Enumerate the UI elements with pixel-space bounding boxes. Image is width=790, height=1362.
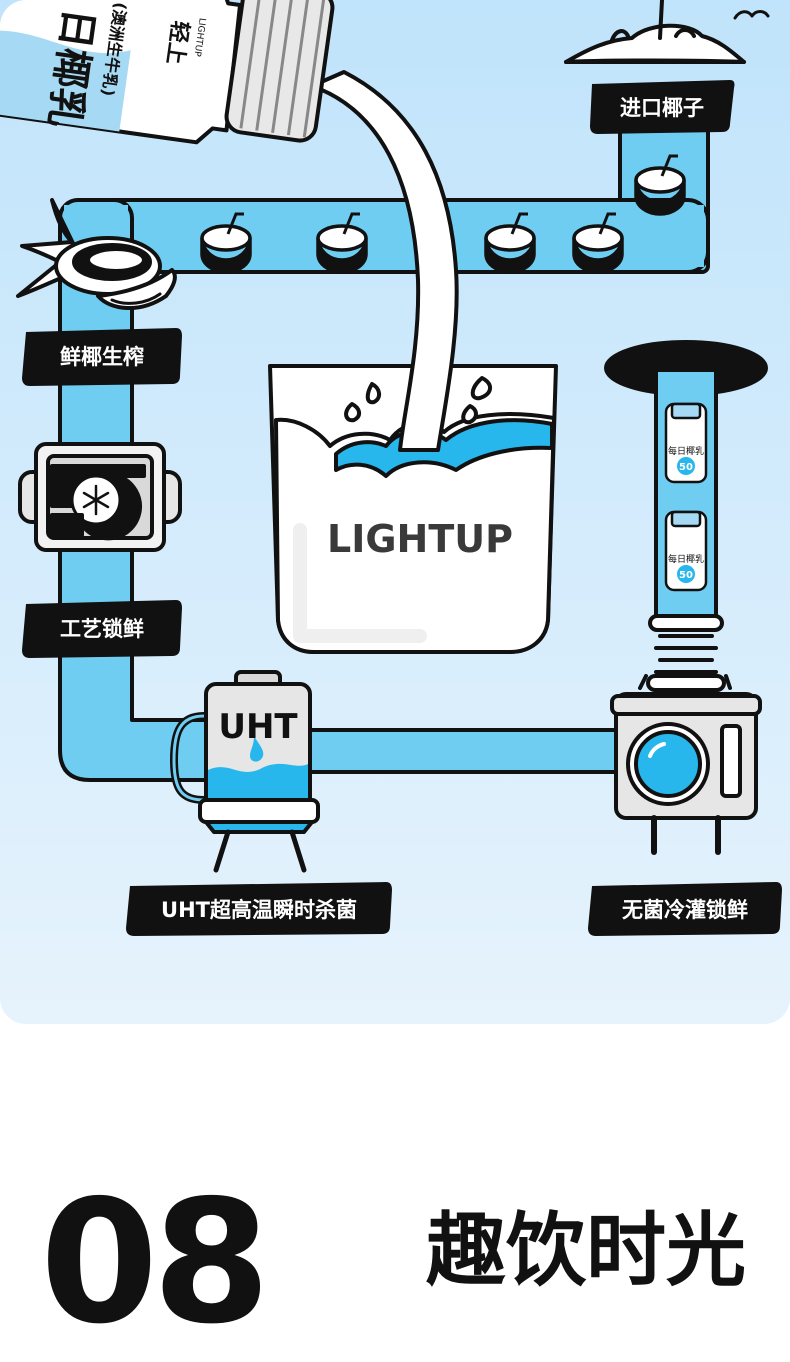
coconut-icon [200,212,252,274]
svg-text:鲜椰生榨: 鲜椰生榨 [60,345,144,369]
step-label-process-lock: 工艺锁鲜 [22,600,182,658]
open-coconut-icon [16,198,177,311]
milk-stream [310,70,459,452]
section-title: 趣饮时光 [426,1204,746,1297]
step-label-aseptic: 无菌冷灌锁鲜 [588,882,782,936]
cup-brand: LIGHTUP [327,517,513,561]
product-bottle: 日椰乳 (澳洲生牛乳) 轻上 LIGHTUP [0,0,335,145]
svg-text:UHT超高温瞬时杀菌: UHT超高温瞬时杀菌 [161,898,357,922]
process-illustration: UHT 每日椰乳 50 每日椰乳 50 [0,0,790,1024]
svg-text:每日椰乳: 每日椰乳 [668,553,704,565]
svg-text:每日椰乳: 每日椰乳 [668,445,704,457]
refrigeration-unit [18,442,182,552]
step-label-uht: UHT超高温瞬时杀菌 [126,882,392,936]
coconut-icon [316,212,368,274]
snowflake-icon [82,484,110,516]
island-icon [564,0,770,64]
svg-text:进口椰子: 进口椰子 [620,96,704,120]
uht-tank-label: UHT [218,707,298,747]
mini-bottle: 每日椰乳 50 [664,510,708,592]
coconut-icons [200,154,686,274]
coconut-icon [484,212,536,274]
section-number: 08 [40,1164,271,1362]
uht-tank: UHT [170,670,320,873]
coconut-icon [634,154,686,216]
filling-machine: 每日椰乳 50 每日椰乳 50 [604,340,768,855]
svg-text:50: 50 [679,570,693,581]
step-label-imported-coconut: 进口椰子 [590,80,735,134]
svg-text:工艺锁鲜: 工艺锁鲜 [60,617,144,641]
mini-bottle: 每日椰乳 50 [664,402,708,484]
milk-cup: LIGHTUP [268,364,558,654]
bottle-brand-cn: 轻上 [161,19,193,66]
svg-text:50: 50 [679,462,693,473]
coconut-icon [572,212,624,274]
svg-text:无菌冷灌锁鲜: 无菌冷灌锁鲜 [622,898,748,922]
step-label-fresh-pressed: 鲜椰生榨 [22,328,182,386]
